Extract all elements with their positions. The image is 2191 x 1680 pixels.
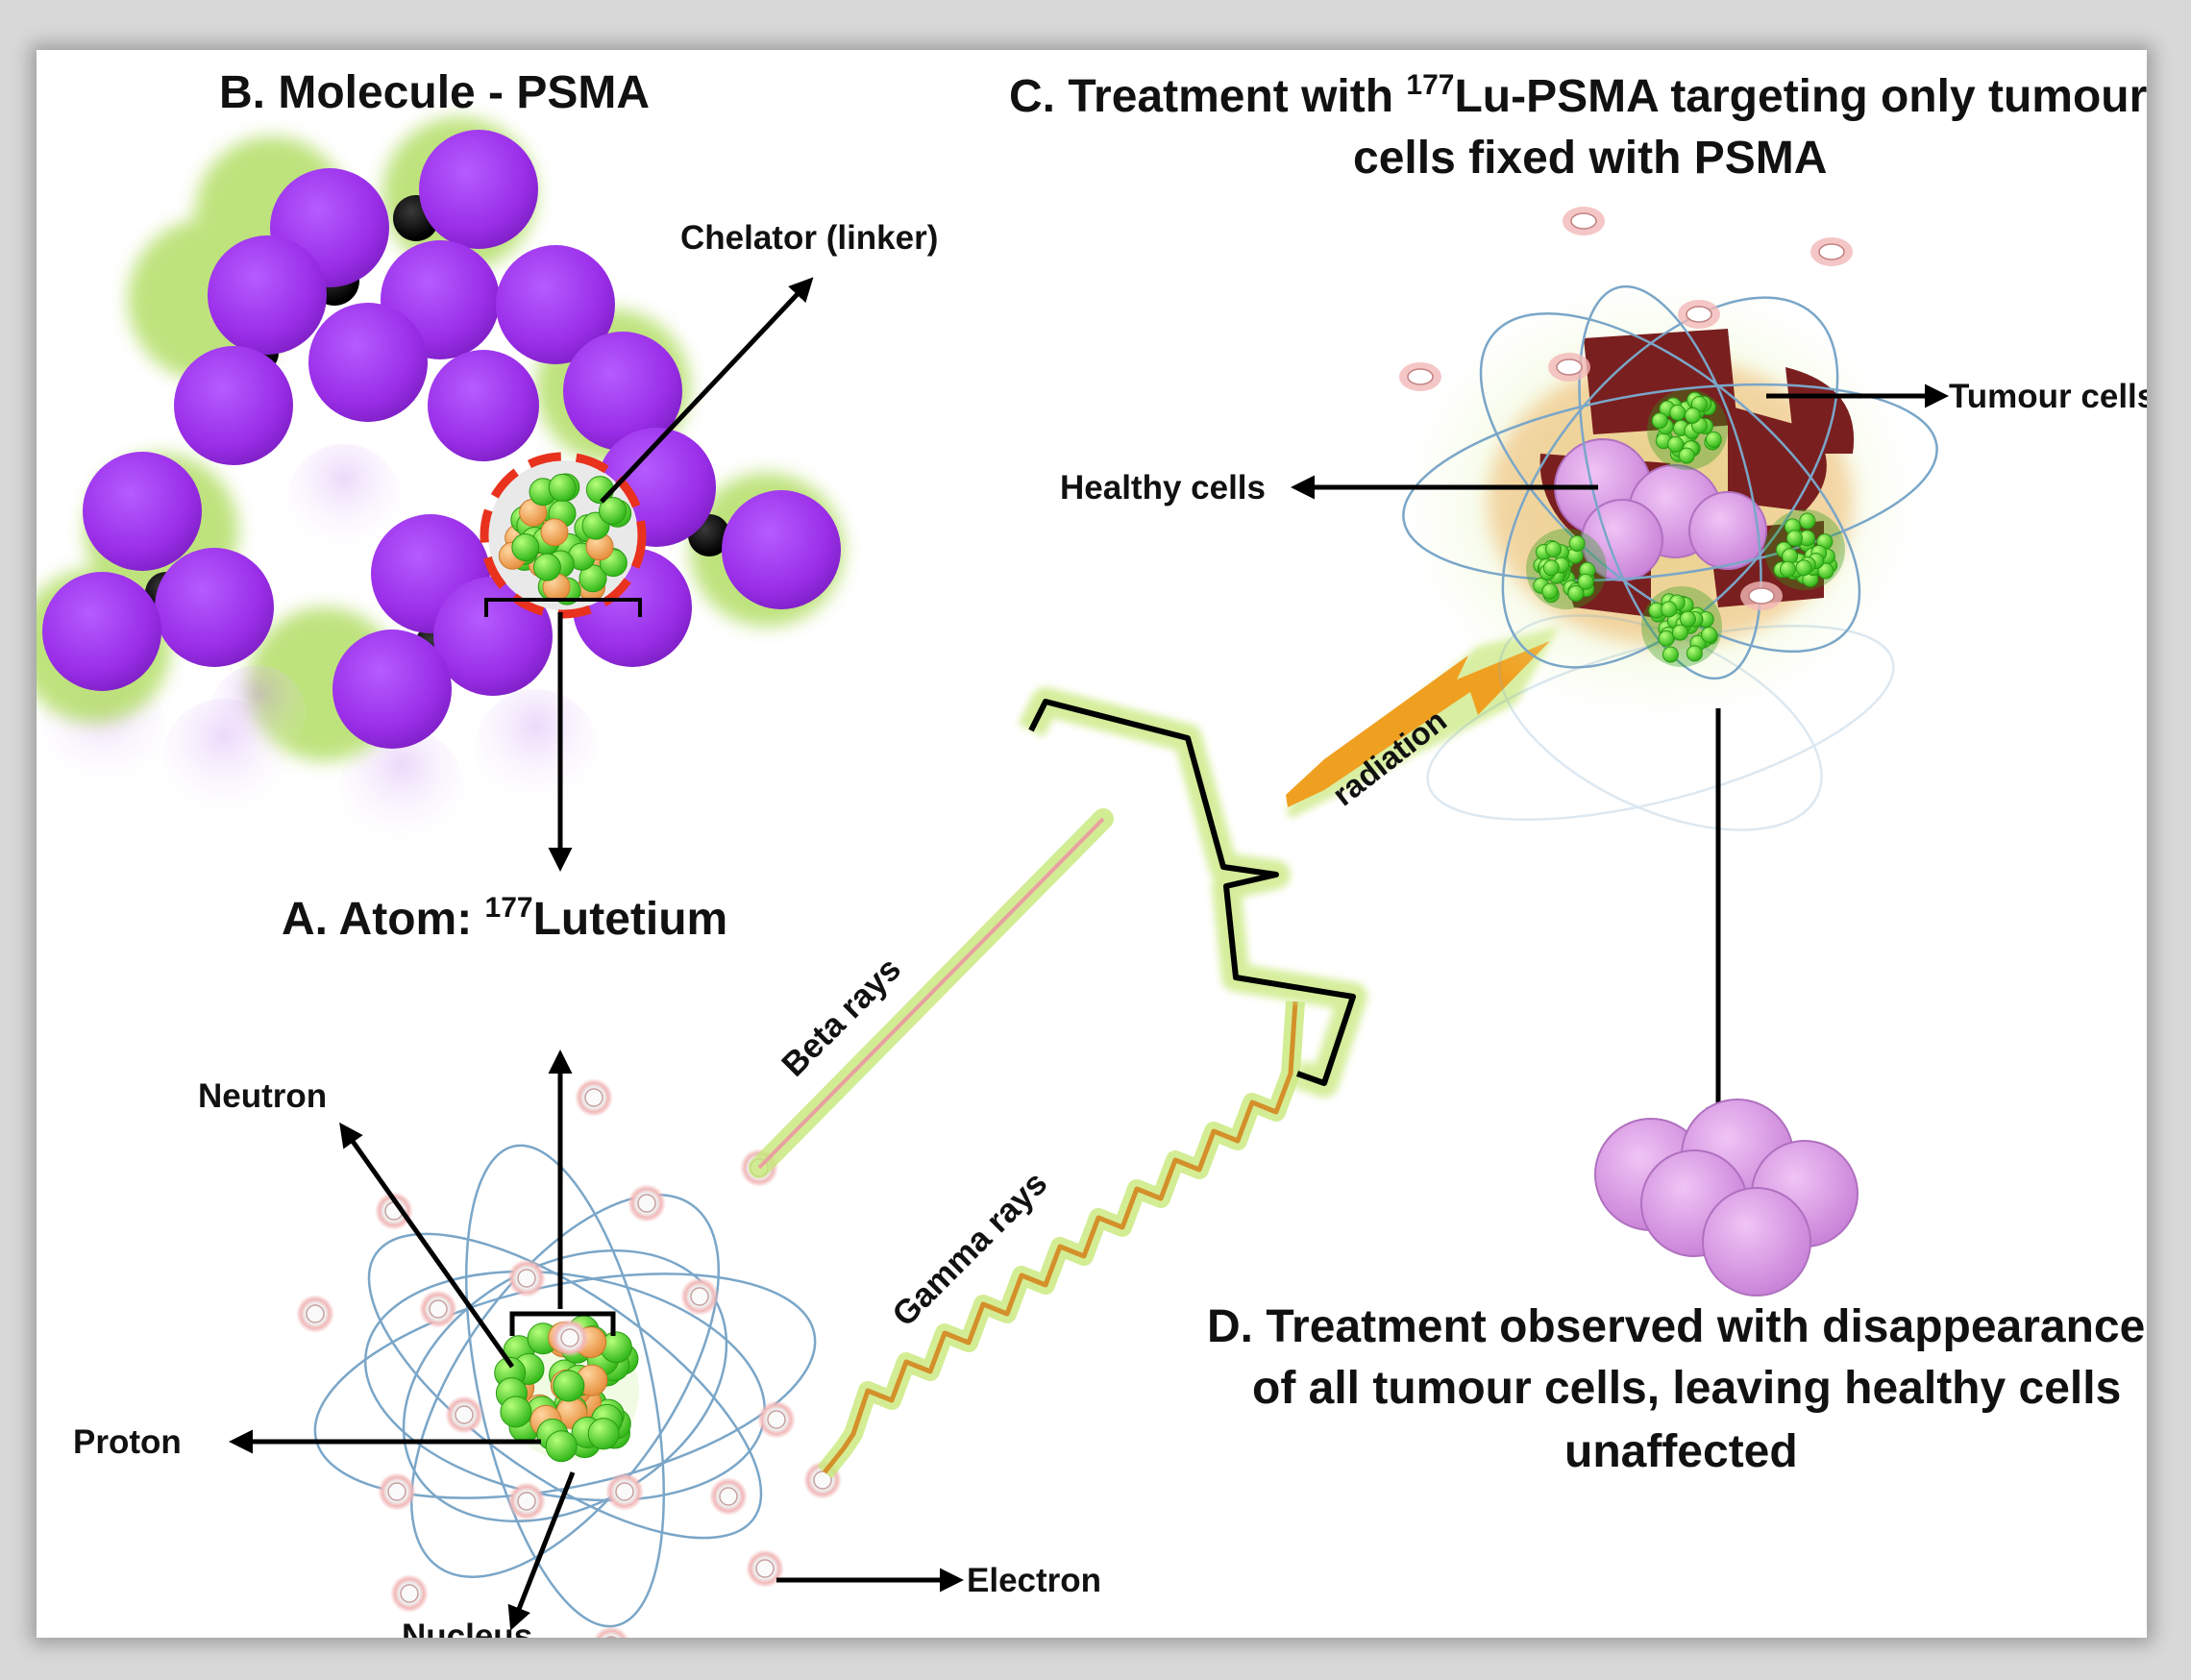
neutron [1542,559,1560,577]
neutron [1662,646,1679,663]
neutron [548,473,577,502]
cluster-electrons [1399,207,1853,610]
psma-bound-nuclei [1526,389,1845,667]
neutron [1658,630,1675,647]
nucleus-cluster [494,1315,639,1463]
result-title-line2: of all tumour cells, leaving healthy cel… [1252,1363,2121,1414]
electron-label: Electron [967,1562,1101,1599]
neutron [1795,559,1812,577]
neutron [532,553,561,581]
neutron [1705,431,1722,448]
neutron [1577,573,1594,590]
result-title-line3: unaffected [1564,1426,1798,1477]
neutron [587,1418,620,1450]
nucleus-arrow [507,1471,576,1631]
electron [593,1626,629,1638]
electrons [296,1078,842,1638]
neutron [1545,540,1563,557]
gamma-rays-label: Gamma rays [885,1164,1054,1333]
tumour-treatment-cluster [1399,207,1938,831]
neutron [500,1396,532,1428]
healthy-cells-result [1594,1099,1859,1297]
gamma-rays [817,1001,1305,1479]
proton-label: Proton [73,1423,182,1461]
neutron [1701,626,1718,643]
psma-spheres [42,130,841,761]
neutron-arrow [339,1122,515,1369]
neutron [1684,407,1701,424]
chelator-label: Chelator (linker) [680,219,938,257]
neutron [1669,404,1686,421]
beta-rays [749,808,1114,1178]
treatment-title-line2: cells fixed with PSMA [1353,133,1827,184]
neutron [1568,534,1586,552]
neutron [1779,560,1796,578]
chelator-arrow [600,277,814,504]
psma-therapy-diagram: B. Molecule - PSMA Chelator (linker) A. … [37,67,2147,1638]
neutron [553,1370,585,1402]
neutron [1679,610,1696,628]
neutron-label: Neutron [198,1077,327,1115]
figure-frame: B. Molecule - PSMA Chelator (linker) A. … [37,50,2147,1638]
lutetium-atom [296,1078,842,1638]
treatment-title-line1: C. Treatment with 177Lu-PSMA targeting o… [1009,69,2147,122]
beta-rays-label: Beta rays [775,951,908,1084]
proton [540,518,569,547]
neutron [1799,512,1816,530]
neutron [1678,447,1695,464]
rays-bracket [1018,687,1367,1098]
radiation-beam [1286,627,1560,819]
tumour-cells-label: Tumour cells [1949,378,2147,415]
neutron [511,533,540,562]
cluster-orbits [1402,284,1938,680]
atom-title: A. Atom: 177Lutetium [282,892,727,945]
healthy-cells-label: Healthy cells [1060,469,1266,506]
neutron [1661,601,1678,618]
neutron [1817,562,1834,580]
neutron [1671,624,1688,641]
molecule-title: B. Molecule - PSMA [219,67,650,118]
neutron [1667,435,1685,453]
neutron [1541,582,1559,600]
result-title-line1: D. Treatment observed with disappearance [1207,1301,2145,1352]
nucleus-label: Nucleus [402,1618,532,1638]
electron-orbits [313,1144,817,1628]
neutron [579,564,607,593]
neutron [1651,412,1668,430]
neutron [545,1430,578,1463]
chelator-nucleus-cluster [480,452,647,619]
neutron [599,496,628,525]
neutron [1785,530,1803,547]
neutron [1686,645,1703,662]
psma-molecule [37,117,844,852]
nucleus-bracket [509,1311,616,1336]
neutron [1567,584,1585,602]
